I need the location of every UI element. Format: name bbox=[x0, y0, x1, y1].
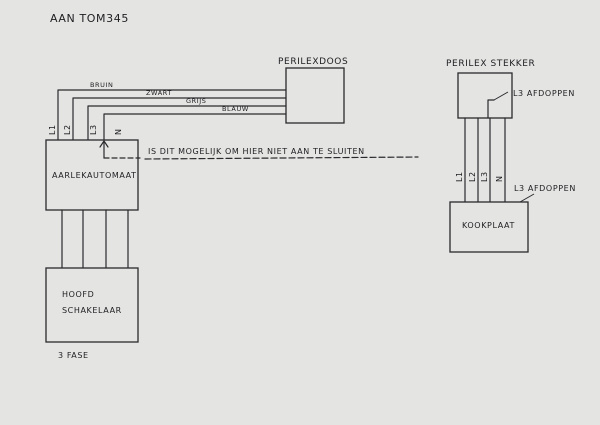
l3-afdoppen-top: L3 AFDOPPEN bbox=[513, 89, 575, 98]
terminal-n-left: N bbox=[114, 128, 123, 135]
terminal-l1-right: L1 bbox=[455, 171, 464, 182]
terminal-l2-right: L2 bbox=[468, 171, 477, 182]
l3-cap-top-line bbox=[487, 99, 495, 119]
terminal-l2-left: L2 bbox=[63, 124, 72, 135]
question-underline bbox=[144, 156, 419, 160]
aardlekautomaat-box bbox=[45, 139, 139, 211]
hoofdschakelaar-label-1: HOOFD bbox=[62, 290, 94, 299]
perilex-stekker-label: PERILEX STEKKER bbox=[446, 59, 535, 69]
hoofdschakelaar-box bbox=[45, 267, 139, 343]
terminal-l3-left: L3 bbox=[89, 124, 98, 135]
wire-label-zwart: ZWART bbox=[146, 89, 172, 97]
terminal-l3-right: L3 bbox=[480, 171, 489, 182]
wire-grijs bbox=[87, 105, 287, 141]
perilexdoos-box bbox=[285, 67, 345, 124]
l3-cap-bottom-lead bbox=[519, 193, 535, 203]
supply-label: 3 FASE bbox=[58, 351, 89, 360]
l3-afdoppen-bottom: L3 AFDOPPEN bbox=[514, 184, 576, 193]
l3-pointer-arrow-head bbox=[99, 140, 109, 148]
terminal-n-right: N bbox=[495, 175, 504, 182]
wire-label-grijs: GRIJS bbox=[186, 97, 207, 105]
wire-blauw bbox=[103, 113, 287, 141]
terminal-l1-left: L1 bbox=[48, 124, 57, 135]
wire-bruin bbox=[57, 89, 287, 141]
sheet-title: AAN TOM345 bbox=[50, 12, 129, 25]
wire-zwart bbox=[72, 97, 287, 141]
aardlekautomaat-label: AARLEKAUTOMAAT bbox=[52, 171, 137, 180]
perilexdoos-label: PERILEXDOOS bbox=[278, 57, 348, 67]
question-note: IS DIT MOGELIJK OM HIER NIET AAN TE SLUI… bbox=[148, 147, 365, 156]
perilex-stekker-box bbox=[457, 72, 513, 119]
wire-label-bruin: BRUIN bbox=[90, 81, 114, 89]
kookplaat-box bbox=[449, 201, 529, 253]
wire-label-blauw: BLAUW bbox=[222, 105, 249, 113]
hoofdschakelaar-label-2: SCHAKELAAR bbox=[62, 306, 122, 315]
l3-cap-top-lead bbox=[493, 91, 509, 101]
kookplaat-label: KOOKPLAAT bbox=[462, 221, 515, 230]
